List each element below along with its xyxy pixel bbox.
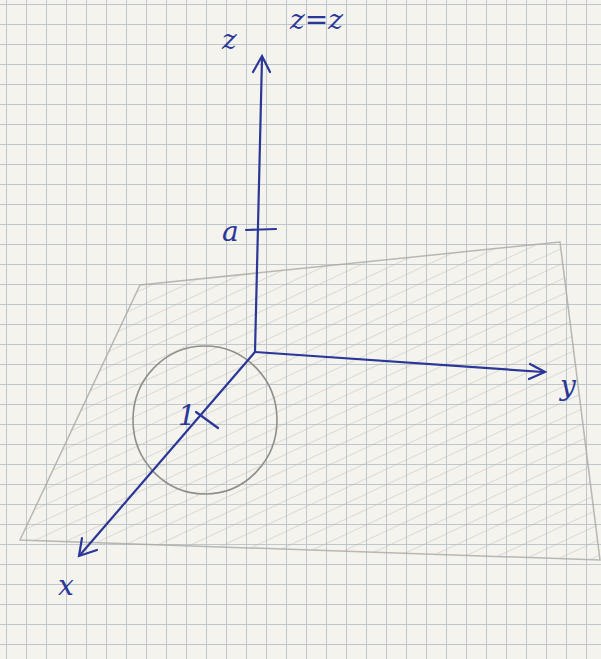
- tick-label: 1: [178, 402, 196, 430]
- axes: [79, 56, 545, 556]
- tick-label: a: [222, 218, 239, 246]
- axis-label: y: [560, 372, 576, 400]
- axis-label: x: [58, 572, 74, 600]
- plane-equation: z=z: [290, 6, 343, 34]
- circle: [133, 346, 277, 494]
- axis-label: z: [222, 26, 237, 54]
- plane: [20, 242, 600, 560]
